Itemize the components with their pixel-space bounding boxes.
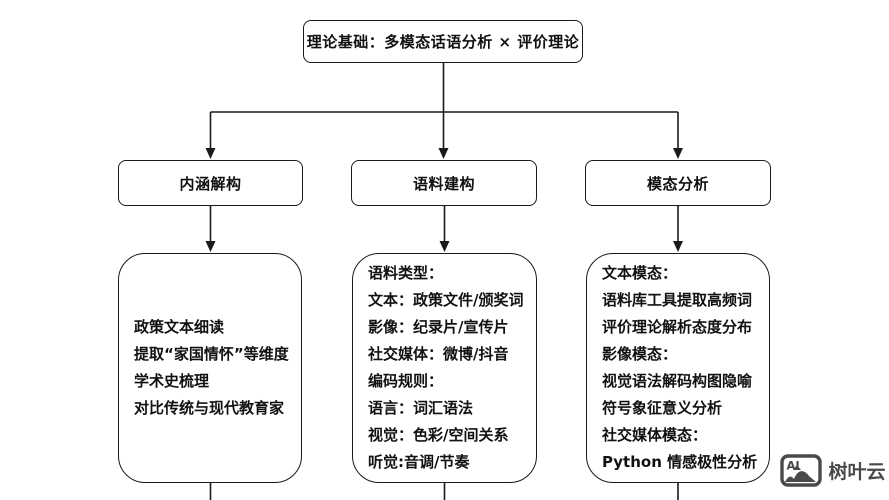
- detail-line: 语料库工具提取高频词: [602, 291, 753, 309]
- detail-line: 文本模态：: [602, 264, 678, 282]
- node-label: 模态分析: [646, 174, 709, 193]
- node-modality-details[interactable]: 文本模态： 语料库工具提取高频词评价理论解析态度分布影像模态： 视觉语法解码构图隐喻…: [586, 253, 770, 483]
- arrowhead-icon: [205, 148, 216, 159]
- detail-line: 听觉:音调/节奏: [368, 453, 470, 471]
- node-label: 内涵解构: [179, 174, 242, 193]
- detail-line: 影像模态：: [602, 345, 678, 363]
- detail-line: 对比传统与现代教育家: [134, 399, 285, 417]
- detail-line: 提取“家国情怀”等维度: [134, 345, 289, 363]
- ai-image-logo-icon: AI: [780, 453, 823, 487]
- node-connotation-details[interactable]: 政策文本细读提取“家国情怀”等维度学术史梳理对比传统与现代教育家: [118, 253, 302, 483]
- detail-line: 编码规则：: [368, 372, 444, 390]
- detail-line: 文本：政策文件/颁奖词: [368, 291, 524, 309]
- detail-line: 评价理论解析态度分布: [602, 318, 753, 336]
- detail-line: 社交媒体模态：: [602, 426, 708, 444]
- mountain-peak-shape: [793, 464, 802, 470]
- detail-line: 语料类型：: [368, 264, 444, 282]
- arrowhead-icon: [673, 241, 683, 252]
- watermark: AI 树叶云: [777, 440, 889, 500]
- detail-line: 学术史梳理: [134, 372, 210, 390]
- node-connotation-deconstruction[interactable]: 内涵解构: [118, 160, 303, 206]
- node-label: 语料建构: [412, 174, 475, 193]
- node-corpus-construction[interactable]: 语料建构: [351, 160, 537, 206]
- arrowhead-icon: [673, 148, 683, 159]
- node-root-label: 理论基础：多模态话语分析 × 评价理论: [306, 33, 580, 51]
- arrowhead-icon: [205, 241, 216, 252]
- arrowhead-icon: [439, 241, 450, 252]
- detail-line: 社交媒体：微博/抖音: [368, 345, 509, 363]
- arrowhead-icon: [438, 148, 449, 159]
- watermark-brand-text: 树叶云: [828, 460, 886, 483]
- node-corpus-details[interactable]: 语料类型： 文本：政策文件/颁奖词影像：纪录片/宣传片社交媒体：微博/抖音编码规则…: [352, 253, 537, 483]
- detail-line: 视觉：色彩/空间关系: [368, 426, 509, 444]
- node-root[interactable]: 理论基础：多模态话语分析 × 评价理论: [303, 20, 583, 63]
- detail-line: 政策文本细读: [134, 318, 225, 336]
- detail-line: 符号象征意义分析: [602, 399, 723, 417]
- node-modality-analysis[interactable]: 模态分析: [585, 160, 771, 206]
- logo-ai-text: AI: [787, 458, 800, 472]
- mountain-shape: [785, 470, 817, 482]
- detail-line: Python 情感极性分析: [602, 453, 758, 471]
- detail-line: 视觉语法解码构图隐喻: [602, 372, 753, 390]
- detail-line: 影像：纪录片/宣传片: [368, 318, 509, 336]
- detail-line: 语言：词汇语法: [368, 399, 474, 417]
